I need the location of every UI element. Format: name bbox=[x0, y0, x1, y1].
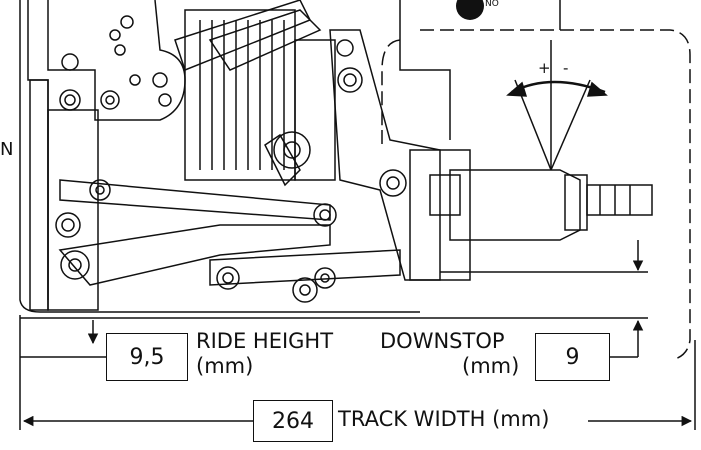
upper-plate bbox=[47, 0, 186, 121]
camber-gauge bbox=[506, 40, 608, 171]
ride-height-title: RIDE HEIGHT bbox=[196, 329, 334, 353]
left-edge-label: N bbox=[0, 139, 14, 160]
downstop-title: DOWNSTOP bbox=[380, 329, 505, 353]
track-width-value: 264 bbox=[253, 400, 333, 442]
no-indicator-label: NO bbox=[485, 0, 499, 9]
ride-height-value: 9,5 bbox=[106, 333, 188, 381]
downstop-value: 9 bbox=[535, 333, 610, 381]
camber-minus-label: - bbox=[563, 59, 569, 77]
upright bbox=[329, 29, 653, 281]
suspension-arms bbox=[55, 0, 401, 303]
chassis-frame bbox=[19, 0, 420, 313]
ride-height-unit: (mm) bbox=[196, 354, 254, 378]
top-bracket bbox=[399, 0, 451, 140]
gear-housing bbox=[184, 9, 336, 181]
downstop-unit: (mm) bbox=[462, 354, 520, 378]
no-indicator-dot bbox=[456, 0, 484, 20]
track-width-title: TRACK WIDTH (mm) bbox=[338, 407, 550, 431]
camber-plus-label: + bbox=[538, 59, 551, 77]
wheel-outline-dashed bbox=[381, 29, 691, 361]
